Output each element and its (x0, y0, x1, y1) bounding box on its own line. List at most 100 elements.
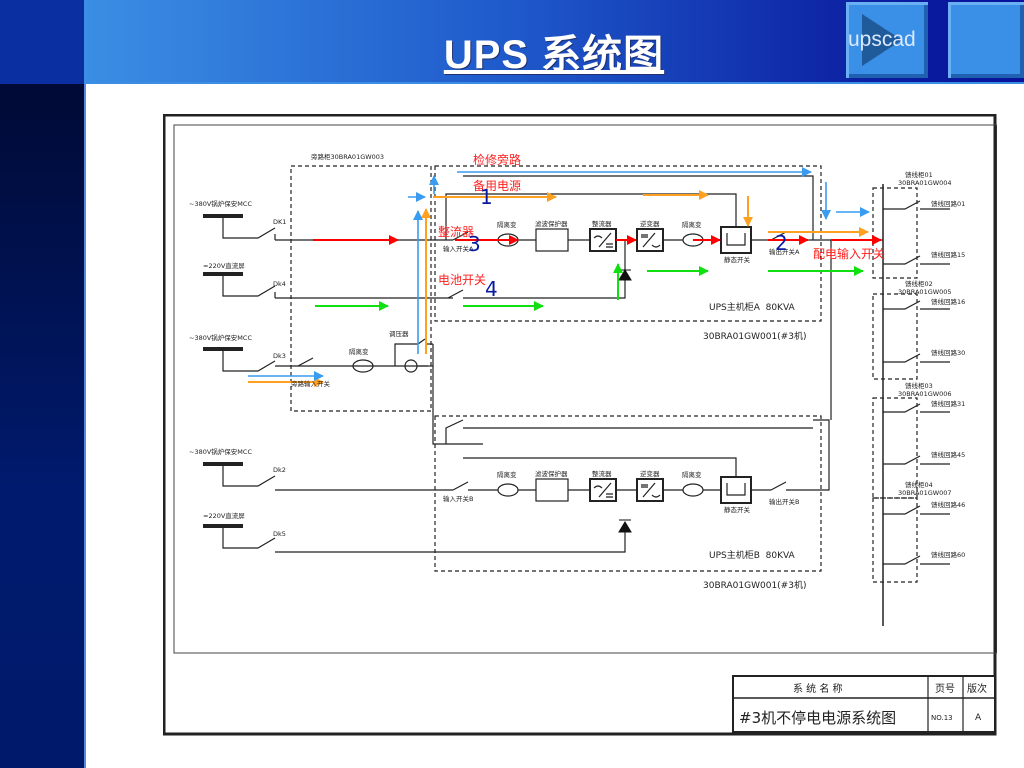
wire-dk5 (222, 526, 276, 549)
feeder-01-circuit-a: 馈线回路01 (931, 199, 965, 208)
static-switch-a-glyph (726, 233, 746, 246)
regulator-bypass (394, 338, 426, 366)
sidebar-top (0, 0, 84, 84)
wire-dk1 (222, 216, 276, 239)
ups-a-battery-switch (447, 289, 464, 299)
ups-a-code: 30BRA01GW001(#3机) (703, 330, 806, 342)
rectifier-a-glyph (593, 232, 613, 248)
feeder-03-name: 馈线柜03 (905, 381, 933, 390)
dk5-label: Dk5 (273, 530, 286, 538)
feeder-02-circuit-a: 馈线回路16 (931, 297, 965, 306)
dk2-label: Dk2 (273, 466, 286, 474)
inverter-b-glyph (641, 482, 661, 498)
next-nav-button[interactable] (948, 2, 1024, 78)
feeder-03-box (872, 397, 918, 499)
bypass-input-switch (297, 357, 314, 367)
ups-b-bypass-line (463, 457, 737, 477)
ups-b-input-switch (452, 481, 469, 491)
dc2-label: =220V直流屏 (203, 511, 245, 520)
feeder-02-code: 30BRA01GW005 (898, 288, 952, 296)
static-switch-b-glyph (726, 483, 746, 496)
inverter-a-glyph (641, 232, 661, 248)
annotation-standby-power: 备用电源 (473, 179, 521, 193)
annotation-number-3: 3 (468, 232, 481, 256)
feeder-04-name: 馈线柜04 (905, 480, 933, 489)
mcc2-label: ~380V锅炉保安MCC (189, 333, 252, 342)
annotation-distribution-input-switch: 配电输入开关 (813, 246, 885, 261)
sidebar (0, 84, 84, 768)
system-name-header: 系 统 名 称 (793, 682, 843, 695)
ups-b-output-switch (770, 481, 787, 491)
ups-a-inverter-label: 逆变器 (640, 219, 660, 228)
outer-frame (162, 113, 997, 736)
ups-a-input-switch-label: 输入开关A (443, 244, 474, 253)
feeder-03-circuit-b: 馈线回路45 (931, 450, 965, 459)
ups-b-output-switch-label: 输出开关B (769, 497, 799, 506)
ups-b-name: UPS主机柜B 80KVA (709, 549, 796, 561)
annotation-number-4: 4 (485, 277, 498, 301)
annotation-maintenance-bypass: 检修旁路 (473, 152, 521, 167)
title-block: 系 统 名 称 页号 版次 #3机不停电电源系统图 NO.13 A (732, 675, 996, 733)
bypass-transformer (352, 359, 374, 373)
ups-a-battery-line (463, 240, 626, 299)
ups-system-diagram: 旁路柜30BRA01GW003 ~380V锅炉保安MCC DK1 =220V直流… (162, 113, 998, 736)
page-number: NO.13 (931, 714, 953, 722)
feeder-circuits (883, 200, 950, 565)
bypass-transformer-label: 隔离变 (349, 347, 369, 356)
ups-b-static-switch-label: 静态开关 (724, 505, 751, 514)
ups-b-rectifier-label: 整流器 (592, 469, 612, 478)
rectifier-b-glyph (593, 482, 613, 498)
annotation-number-2: 2 (775, 231, 788, 255)
ups-b-inverter-label: 逆变器 (640, 469, 660, 478)
ups-b-battery-line (463, 526, 626, 553)
ups-b-iso-out-label: 隔离变 (682, 470, 702, 479)
ups-b-bypass-switches (445, 419, 464, 444)
feeder-02-name: 馈线柜02 (905, 279, 933, 288)
page-header: 页号 (935, 683, 955, 695)
annotation-number-1: 1 (480, 185, 493, 209)
dk1-label: DK1 (273, 218, 286, 226)
regulator-label: 调压器 (389, 329, 409, 338)
wire-dk4 (222, 274, 276, 297)
mcc3-label: ~380V锅炉保安MCC (189, 447, 252, 456)
upscad-nav-button[interactable]: upscad (846, 2, 928, 78)
feeder-04-code: 30BRA01GW007 (898, 489, 952, 497)
sidebar-edge (84, 84, 86, 768)
feeder-01-box (872, 187, 918, 279)
revision: A (975, 713, 982, 723)
ups-b-iso-in-label: 隔离变 (497, 470, 517, 479)
ups-b-input-switch-label: 输入开关B (443, 494, 473, 503)
annotation-battery-switch: 电池开关 (438, 273, 486, 287)
battery-diode-b (618, 519, 632, 533)
feeder-01-name: 馈线柜01 (905, 170, 933, 179)
feeder-02-box (872, 293, 918, 380)
feeder-04-circuit-b: 馈线回路60 (931, 550, 965, 559)
ups-b-cabinet-box (434, 415, 822, 572)
dc1-label: =220V直流屏 (203, 261, 245, 270)
ups-a-surge-label: 滤波保护器 (535, 219, 568, 228)
revision-header: 版次 (967, 682, 987, 695)
regulator (404, 359, 418, 373)
mcc1-label: ~380V锅炉保安MCC (189, 199, 252, 208)
ups-b-output (786, 419, 830, 491)
wire-dk3 (222, 349, 276, 372)
ups-b-surge-label: 滤波保护器 (535, 469, 568, 478)
slide-title: UPS 系统图 (443, 33, 665, 77)
wire-dk2 (222, 464, 276, 487)
ups-a-input-switch (452, 231, 469, 241)
feeder-04-box (872, 497, 918, 583)
system-name: #3机不停电电源系统图 (739, 709, 896, 727)
ups-a-name: UPS主机柜A 80KVA (709, 301, 796, 313)
ups-a-output-switch (770, 231, 787, 241)
ups-b-code: 30BRA01GW001(#3机) (703, 579, 806, 591)
ups-a-maint-bypass (463, 175, 814, 240)
feeder-02-circuit-b: 馈线回路30 (931, 348, 965, 357)
header-divider (84, 82, 1024, 84)
ups-a-output-switch-label: 输出开关A (769, 247, 800, 256)
bypass-main-vertical (432, 344, 483, 445)
upscad-label: upscad (848, 28, 916, 51)
feeder-04-circuit-a: 馈线回路46 (931, 500, 965, 509)
feeder-03-code: 30BRA01GW006 (898, 390, 952, 398)
ups-a-static-switch-label: 静态开关 (724, 255, 751, 264)
annotation-rectifier: 整流器 (438, 224, 474, 239)
